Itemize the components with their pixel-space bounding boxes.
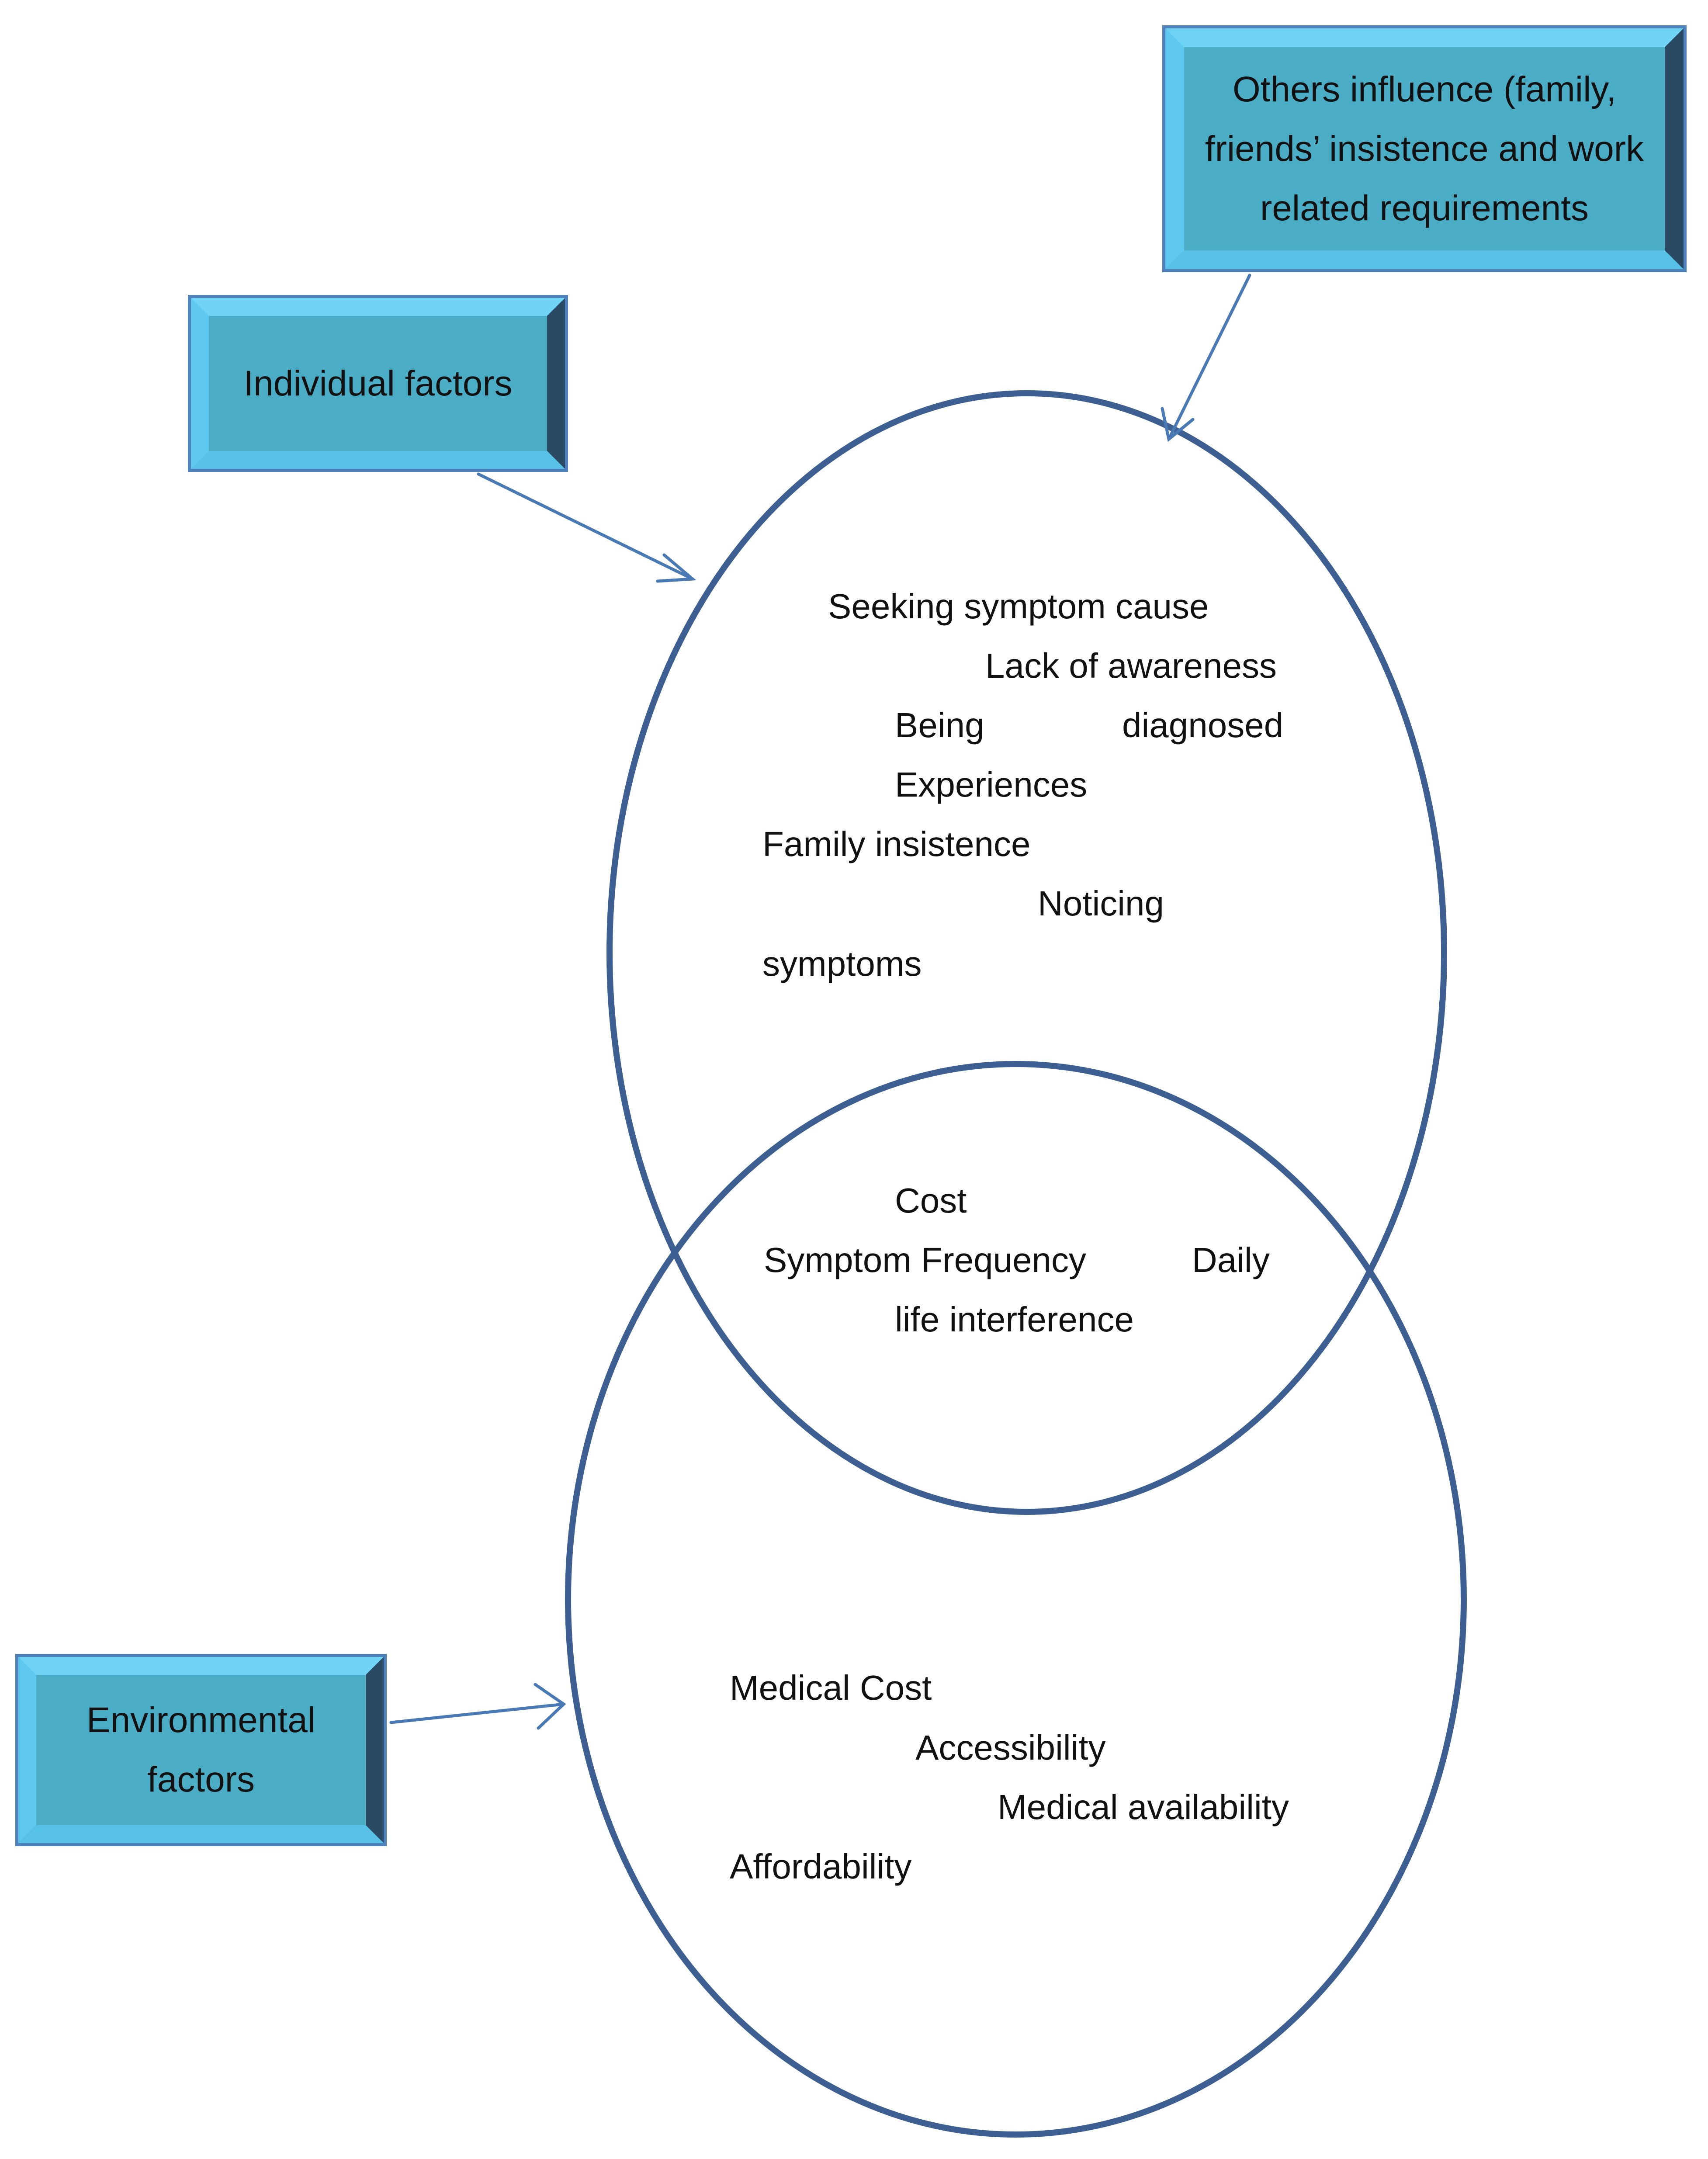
environmental-factors-box: Environmental factors bbox=[15, 1654, 387, 1846]
overlap-text-symptom-frequency: Symptom Frequency bbox=[764, 1241, 1087, 1279]
arrow-environmental-factors bbox=[389, 1683, 566, 1730]
lower-text-accessibility: Accessibility bbox=[915, 1728, 1106, 1767]
upper-text-lack-of-awareness: Lack of awareness bbox=[985, 646, 1277, 685]
upper-text-being: Being bbox=[895, 706, 984, 745]
others-influence-label: Others influence (family, friends’ insis… bbox=[1205, 69, 1644, 228]
others-influence-box: Others influence (family, friends’ insis… bbox=[1162, 25, 1687, 272]
overlap-text-daily: Daily bbox=[1192, 1241, 1270, 1279]
lower-text-affordability: Affordability bbox=[730, 1847, 912, 1886]
upper-text-seeking-symptom-cause: Seeking symptom cause bbox=[828, 587, 1209, 626]
overlap-text-life-interference: life interference bbox=[895, 1300, 1134, 1339]
individual-factors-label: Individual factors bbox=[243, 363, 513, 403]
environmental-factors-label: Environmental factors bbox=[86, 1700, 316, 1799]
upper-text-family-insistence: Family insistence bbox=[762, 825, 1031, 863]
overlap-text-cost: Cost bbox=[895, 1181, 967, 1220]
individual-factors-box: Individual factors bbox=[188, 295, 568, 472]
lower-text-medical-availability: Medical availability bbox=[998, 1788, 1289, 1826]
arrow-individual-factors bbox=[477, 472, 696, 583]
lower-circle bbox=[565, 1061, 1467, 2138]
upper-text-diagnosed: diagnosed bbox=[1122, 706, 1284, 745]
upper-text-symptoms: symptoms bbox=[762, 944, 922, 983]
lower-text-medical-cost: Medical Cost bbox=[730, 1668, 932, 1707]
box-bevel bbox=[188, 295, 568, 472]
box-bevel bbox=[1162, 25, 1687, 272]
upper-circle bbox=[606, 390, 1447, 1515]
box-bevel bbox=[15, 1654, 387, 1846]
upper-text-noticing: Noticing bbox=[1038, 884, 1164, 923]
arrow-others-influence bbox=[1161, 274, 1251, 442]
upper-text-experiences: Experiences bbox=[895, 765, 1088, 804]
